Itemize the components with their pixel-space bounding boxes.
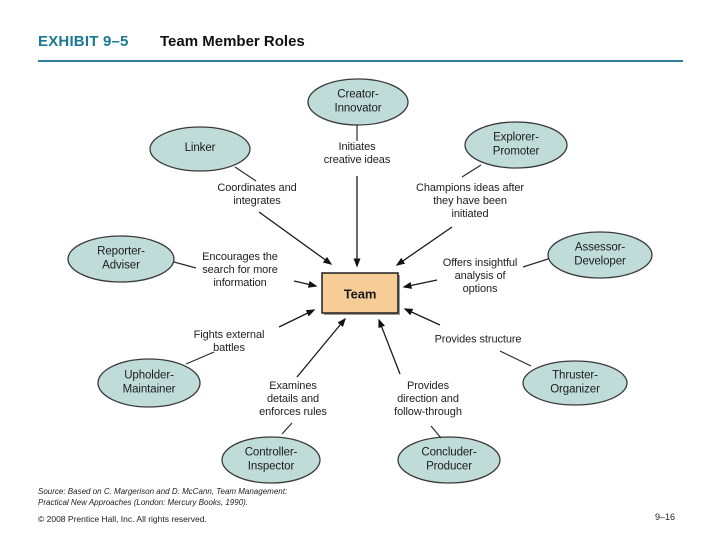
connector-upholder-maintainer [185,351,215,365]
ellipse-assessor-developer [547,231,653,279]
connector-linker [234,166,257,182]
ellipse-controller-inspector [221,436,321,484]
source-citation: Source: Based on C. Margerison and D. Mc… [38,487,288,507]
connector-concluder-producer [430,425,442,439]
role-label-thruster-organizer: Thruster- Organizer [550,369,600,395]
exhibit-number: EXHIBIT 9–5 [38,33,129,50]
arrow-upholder-maintainer-to-team [278,309,316,328]
slide-page-number: 9–16 [655,512,676,522]
connector-explorer-promoter [461,164,482,178]
role-label-reporter-adviser: Reporter- Adviser [97,245,145,271]
role-desc-explorer-promoter: Champions ideas after they have been ini… [416,182,524,221]
role-label-upholder-maintainer: Upholder- Maintainer [122,369,176,395]
role-desc-controller-inspector: Examines details and enforces rules [259,380,327,419]
ellipse-thruster-organizer [522,360,628,406]
ellipse-concluder-producer [397,436,501,484]
arrow-controller-inspector-to-team [296,317,346,378]
connector-reporter-adviser [173,261,197,269]
role-label-assessor-developer: Assessor- Developer [574,241,626,267]
team-box-label: Team [343,286,377,302]
connector-controller-inspector [281,422,293,435]
connector-thruster-organizer [499,350,532,367]
role-desc-linker: Coordinates and integrates [217,181,297,207]
role-desc-creator-innovator: Initiates creative ideas [323,140,391,166]
role-desc-reporter-adviser: Encourages the search for more informati… [202,251,278,290]
arrow-linker-to-team [258,211,333,265]
arrow-reporter-adviser-to-team [293,280,318,288]
role-label-explorer-promoter: Explorer- Promoter [492,131,540,157]
slide-title: Team Member Roles [160,33,305,50]
title-rule [38,60,683,62]
role-desc-concluder-producer: Provides direction and follow-through [394,380,462,419]
ellipse-upholder-maintainer [97,358,201,408]
ellipse-explorer-promoter [464,121,568,169]
team-box [321,272,399,314]
copyright-notice: © 2008 Prentice Hall, Inc. All rights re… [38,514,207,524]
ellipse-creator-innovator [307,78,409,126]
arrow-concluder-producer-to-team [378,318,401,375]
ellipse-reporter-adviser [67,235,175,283]
role-label-controller-inspector: Controller- Inspector [244,446,298,472]
role-desc-assessor-developer: Offers insightful analysis of options [442,257,518,296]
ellipse-linker [149,126,251,172]
role-label-linker: Linker [184,142,216,155]
role-label-concluder-producer: Concluder- Producer [421,446,477,472]
role-desc-thruster-organizer: Provides structure [434,333,522,346]
connector-assessor-developer [522,258,549,268]
role-desc-upholder-maintainer: Fights external battles [193,328,265,354]
arrow-explorer-promoter-to-team [395,226,453,266]
role-label-creator-innovator: Creator- Innovator [334,88,382,114]
arrow-assessor-developer-to-team [402,279,438,289]
arrow-thruster-organizer-to-team [403,308,441,326]
